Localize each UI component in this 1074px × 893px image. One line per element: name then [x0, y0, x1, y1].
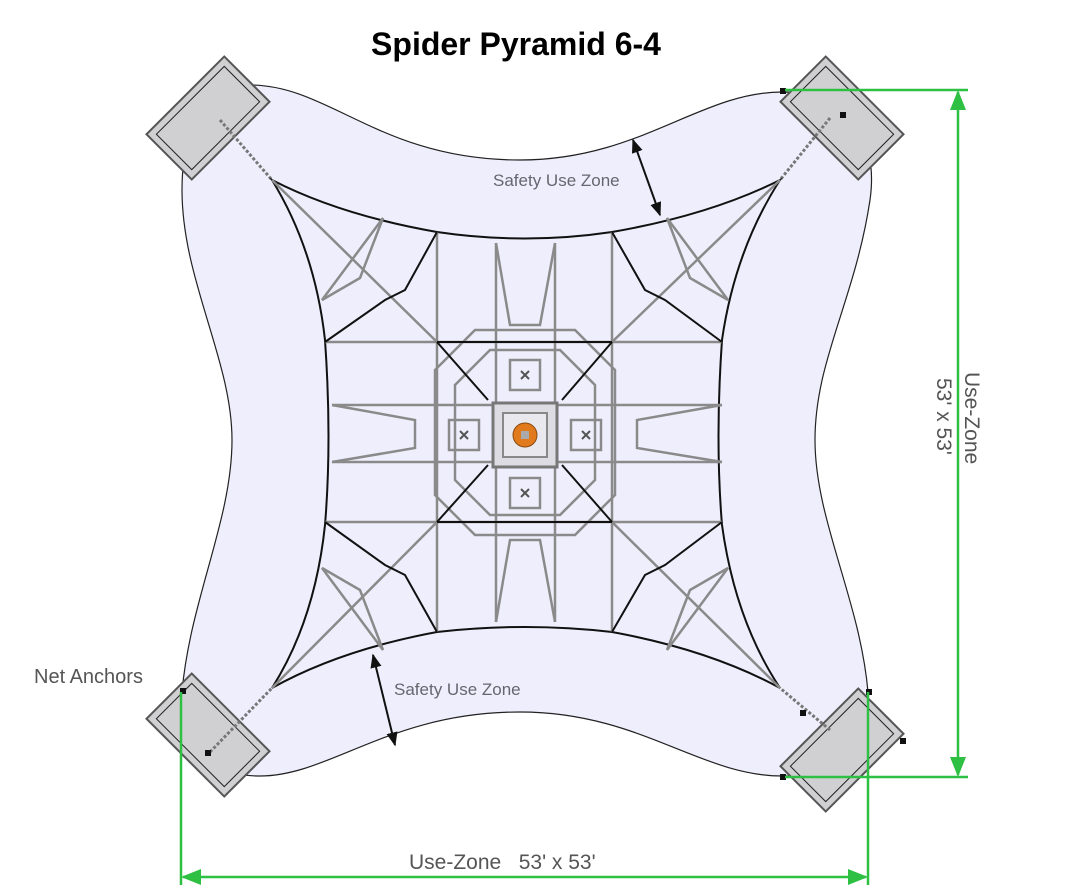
safety-zone-bottom-label: Safety Use Zone [394, 680, 521, 699]
safety-zone-bottom-arrow [370, 653, 398, 747]
spider-net [269, 177, 783, 689]
use-zone-dimension-lines [179, 88, 968, 885]
net-anchor-bottom-left [145, 672, 271, 798]
page-title: Spider Pyramid 6-4 [371, 26, 661, 62]
net-anchor-top-left [145, 55, 271, 181]
central-pyramid-top [491, 401, 559, 469]
use-zone-vertical-label-line1: Use-Zone [960, 372, 983, 465]
use-zone-vertical-label-line2: 53' x 53' [932, 378, 955, 455]
net-anchors-label: Net Anchors [34, 666, 143, 688]
safety-zone-top-arrow [631, 138, 662, 217]
use-zone-horizontal-label: Use-Zone 53' x 53' [409, 851, 596, 874]
net-anchor-bottom-right [779, 687, 905, 813]
safety-zone-top-label: Safety Use Zone [493, 171, 620, 190]
